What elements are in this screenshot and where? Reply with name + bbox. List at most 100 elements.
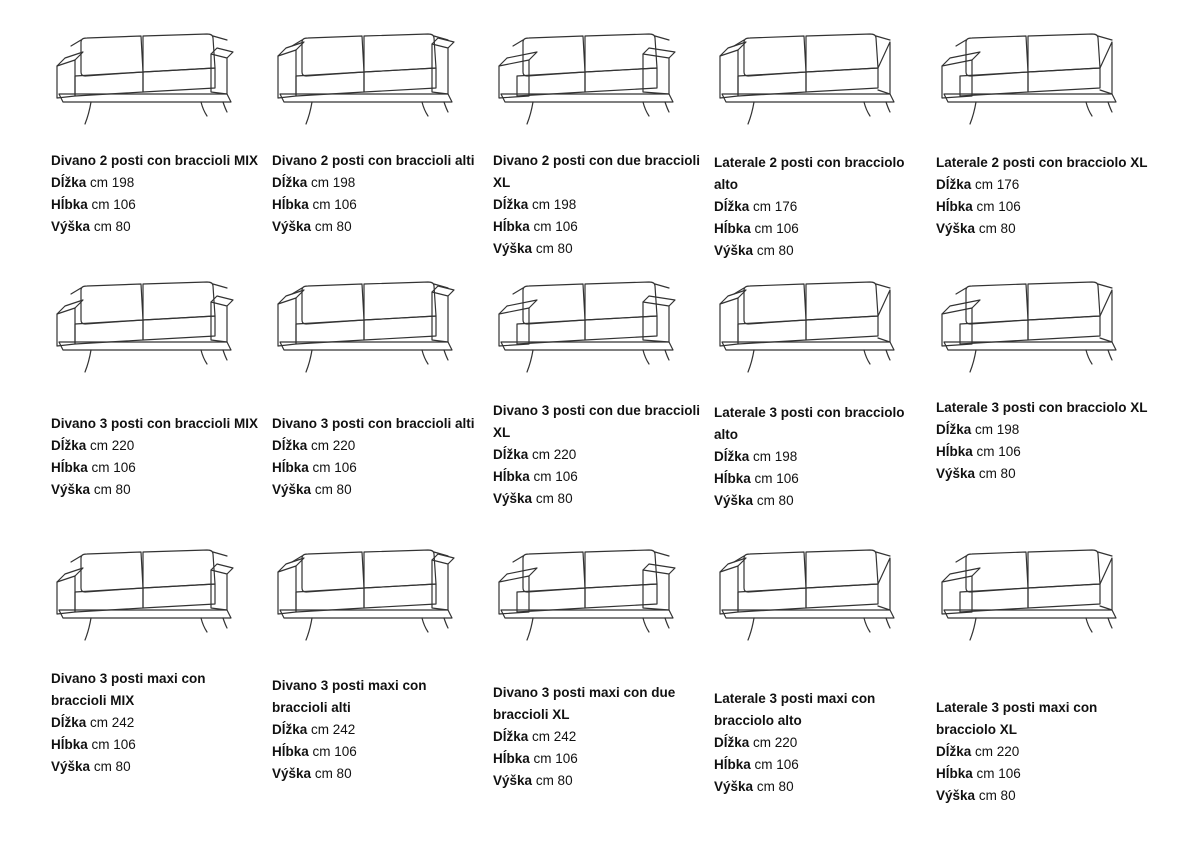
sofa-leg — [222, 617, 228, 629]
sofa-leg — [1085, 101, 1093, 117]
back-cushion — [363, 33, 437, 73]
sofa-leg — [664, 349, 670, 361]
back-cushion — [80, 283, 144, 325]
dimension-depth: Hĺbka cm 106 — [714, 218, 926, 240]
dimension-label: Dĺžka — [272, 722, 308, 737]
sofa-base — [500, 93, 674, 103]
back-cushion — [805, 33, 879, 73]
dimension-length: Dĺžka cm 220 — [51, 435, 263, 457]
sofa-leg — [642, 617, 650, 633]
dimension-label: Výška — [51, 759, 91, 774]
dimension-label: Výška — [936, 788, 976, 803]
dimension-value: cm 106 — [754, 757, 799, 772]
sofa-illustration — [493, 280, 683, 380]
sofa-leg — [642, 101, 650, 117]
left-arm-top — [498, 51, 538, 67]
dimension-label: Dĺžka — [493, 447, 529, 462]
dimension-value: cm 80 — [535, 773, 573, 788]
dimension-label: Výška — [272, 482, 312, 497]
dimension-length: Dĺžka cm 220 — [272, 435, 484, 457]
dimension-value: cm 198 — [90, 175, 135, 190]
dimension-height: Výška cm 80 — [51, 756, 263, 778]
dimension-value: cm 106 — [533, 751, 578, 766]
sofa-base — [58, 93, 232, 103]
dimension-label: Dĺžka — [936, 744, 972, 759]
back-cushion — [142, 33, 216, 73]
right-arm — [431, 43, 449, 95]
sofa-leg — [885, 349, 891, 361]
sofa-title: Divano 3 posti con braccioli alti — [272, 416, 475, 431]
left-arm-top — [719, 41, 747, 57]
sofa-leg — [443, 101, 449, 113]
dimension-value: cm 80 — [756, 243, 794, 258]
sofa-leg — [747, 617, 755, 641]
dimension-label: Hĺbka — [493, 751, 530, 766]
sofa-drawing — [56, 281, 234, 373]
dimension-label: Dĺžka — [714, 449, 750, 464]
dimension-value: cm 106 — [533, 219, 578, 234]
sofa-leg — [421, 101, 429, 117]
left-arm — [941, 59, 973, 99]
right-arm-top — [642, 47, 676, 59]
sofa-leg — [421, 349, 429, 365]
dimension-height: Výška cm 80 — [272, 216, 484, 238]
back-cushion — [80, 551, 144, 593]
dimension-value: cm 106 — [976, 766, 1021, 781]
right-arm-top — [210, 563, 234, 575]
dimension-value: cm 242 — [90, 715, 135, 730]
sofa-leg — [222, 101, 228, 113]
dimension-height: Výška cm 80 — [714, 776, 926, 798]
sofa-title: Divano 3 posti con braccioli MIX — [51, 416, 259, 431]
back-cushion — [805, 549, 879, 589]
back-frame — [512, 551, 670, 563]
dimension-value: cm 220 — [311, 438, 356, 453]
dimension-value: cm 80 — [535, 491, 573, 506]
left-arm — [941, 575, 973, 615]
dimension-label: Dĺžka — [714, 199, 750, 214]
sofa-illustration — [272, 32, 462, 132]
sofa-drawing — [941, 281, 1117, 373]
sofa-leg — [1107, 101, 1113, 113]
sofa-leg — [200, 349, 208, 365]
sofa-leg — [84, 101, 92, 125]
sofa-leg — [1085, 349, 1093, 365]
sofa-base — [500, 341, 674, 351]
dimension-label: Hĺbka — [272, 460, 309, 475]
left-arm — [56, 575, 76, 615]
left-arm-top — [941, 299, 981, 315]
back-cushion — [142, 281, 216, 321]
sofa-illustration — [493, 548, 683, 648]
dimension-length: Dĺžka cm 242 — [272, 719, 484, 741]
dimension-depth: Hĺbka cm 106 — [936, 441, 1148, 463]
dimension-value: cm 106 — [91, 737, 136, 752]
back-frame — [955, 283, 1113, 295]
sofa-base — [721, 609, 895, 619]
dimension-label: Hĺbka — [51, 460, 88, 475]
sofa-drawing — [277, 281, 455, 373]
dimension-height: Výška cm 80 — [714, 240, 926, 262]
open-end — [1099, 41, 1113, 95]
sofa-drawing — [277, 33, 455, 125]
dimension-label: Výška — [51, 219, 91, 234]
back-frame — [955, 35, 1113, 47]
dimension-label: Hĺbka — [936, 444, 973, 459]
dimension-length: Dĺžka cm 176 — [714, 196, 926, 218]
dimension-height: Výška cm 80 — [936, 463, 1148, 485]
dimension-value: cm 176 — [975, 177, 1020, 192]
sofa-drawing — [719, 33, 895, 125]
left-arm-top — [56, 567, 84, 583]
right-arm-top — [431, 37, 455, 49]
left-arm — [719, 49, 739, 99]
sofa-title: Divano 3 posti maxi con braccioli alti — [272, 678, 427, 715]
sofa-title: Divano 2 posti con braccioli MIX — [51, 153, 259, 168]
left-arm — [498, 59, 530, 99]
sofa-leg — [526, 617, 534, 641]
back-cushion — [743, 551, 807, 593]
dimension-depth: Hĺbka cm 106 — [51, 457, 263, 479]
left-arm — [719, 565, 739, 615]
left-arm-top — [941, 51, 981, 67]
